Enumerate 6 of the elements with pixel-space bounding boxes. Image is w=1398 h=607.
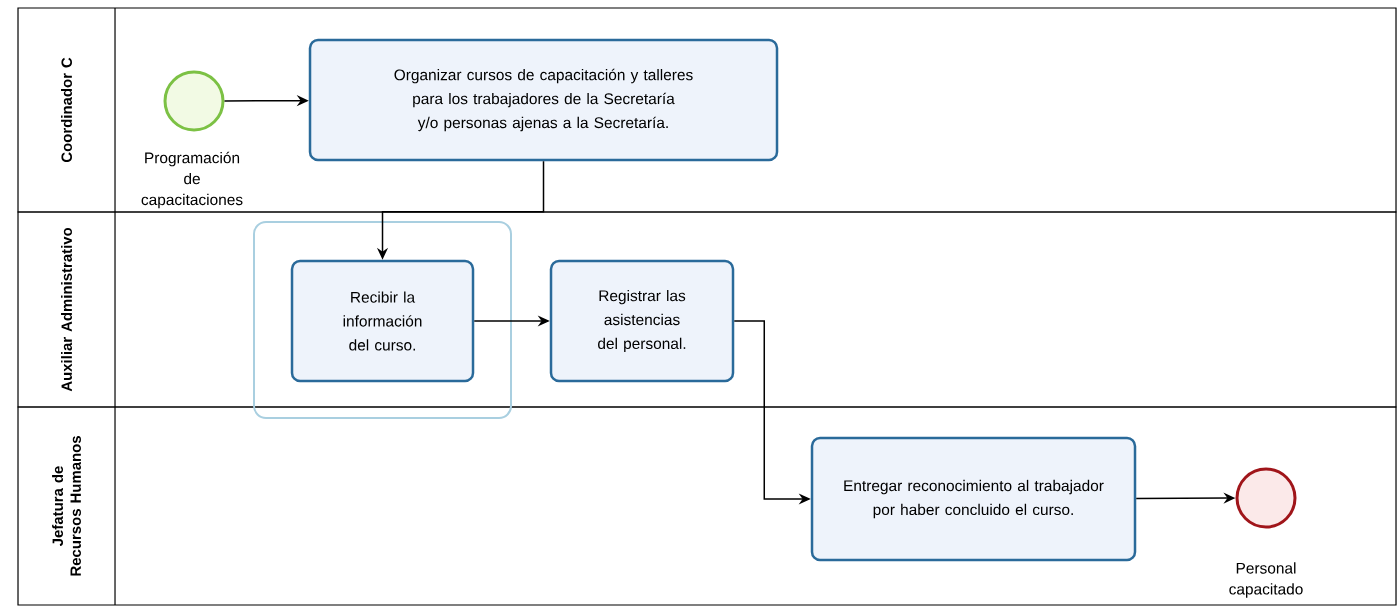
task-box: Entregar reconocimiento al trabajador por haber concluido el curso. — [810, 436, 1137, 562]
event-label: Programación de capacitaciones — [141, 151, 243, 209]
event-label: Personal capacitado — [1229, 562, 1303, 598]
task-box: Organizar cursos de capacitación y talleres para los trabajadores de la Secretaría y/o personas ajenas a la Secretaría. — [308, 38, 779, 162]
task-box: Recibir la información del curso. — [290, 259, 475, 383]
task-box: Registrar las asistencias del personal. — [549, 259, 735, 383]
